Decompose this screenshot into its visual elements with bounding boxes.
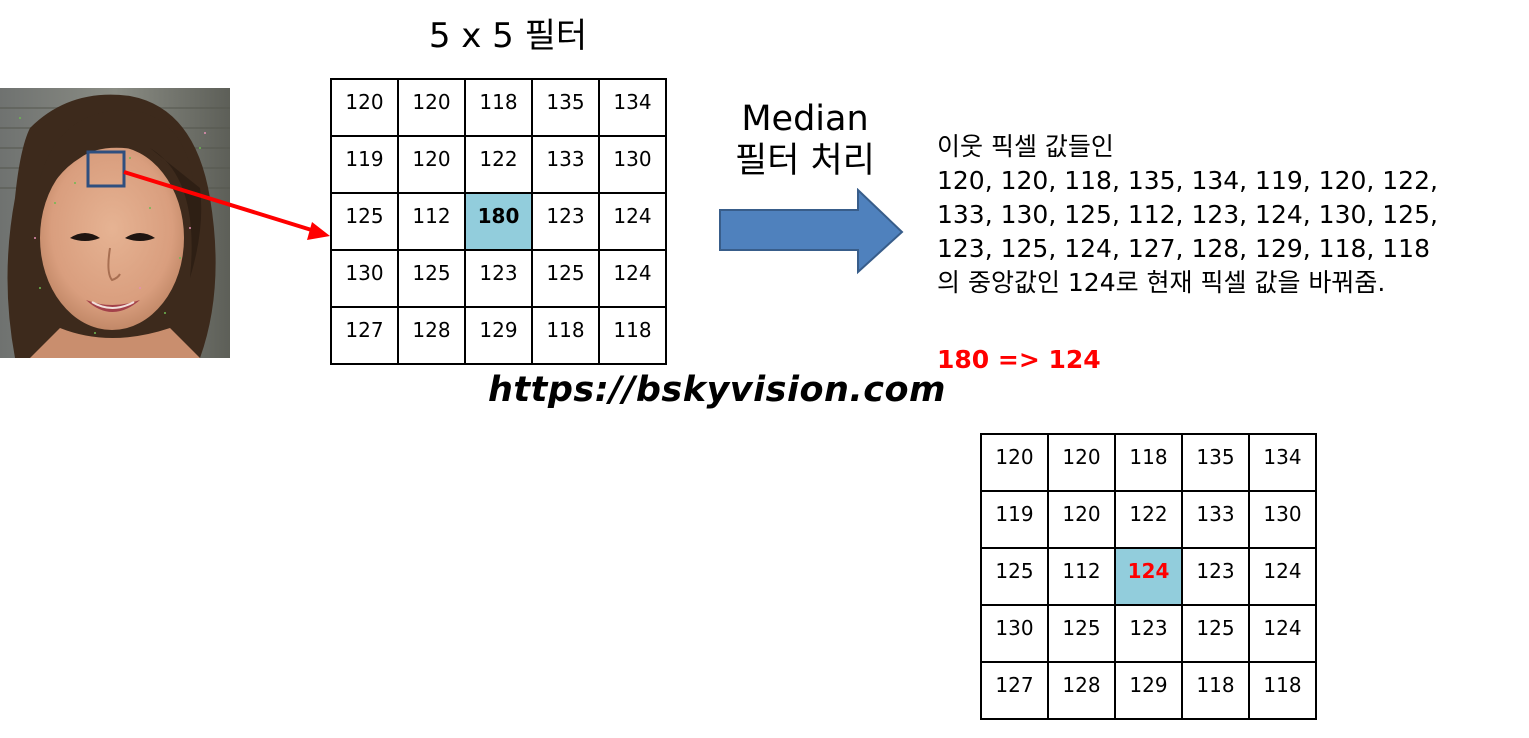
pixel-cell: 130: [599, 136, 666, 193]
pixel-cell: 124: [599, 250, 666, 307]
pixel-cell: 119: [331, 136, 398, 193]
watermark: https://bskyvision.com: [488, 368, 946, 412]
pixel-cell: 124: [1249, 605, 1316, 662]
center-pixel-cell: 124: [1115, 548, 1182, 605]
pixel-cell: 118: [1182, 662, 1249, 719]
pixel-cell: 125: [398, 250, 465, 307]
center-pixel-cell: 180: [465, 193, 532, 250]
pixel-cell: 118: [599, 307, 666, 364]
pixel-cell: 120: [1048, 491, 1115, 548]
pixel-cell: 134: [599, 79, 666, 136]
pixel-cell: 118: [465, 79, 532, 136]
pixel-cell: 123: [465, 250, 532, 307]
pixel-cell: 123: [532, 193, 599, 250]
pixel-cell: 120: [398, 136, 465, 193]
pixel-cell: 133: [532, 136, 599, 193]
red-arrow-head: [307, 222, 330, 240]
pixel-cell: 124: [599, 193, 666, 250]
pixel-cell: 123: [1115, 605, 1182, 662]
pixel-cell: 130: [1249, 491, 1316, 548]
pixel-cell: 120: [331, 79, 398, 136]
pixel-cell: 128: [398, 307, 465, 364]
pixel-cell: 128: [1048, 662, 1115, 719]
description-line: 123, 125, 124, 127, 128, 129, 118, 118: [937, 232, 1517, 266]
red-arrow: [124, 172, 318, 232]
pixel-cell: 127: [331, 307, 398, 364]
pixel-cell: 133: [1182, 491, 1249, 548]
pixel-cell: 125: [1048, 605, 1115, 662]
pixel-cell: 134: [1249, 434, 1316, 491]
pixel-cell: 127: [981, 662, 1048, 719]
pixel-cell: 118: [1249, 662, 1316, 719]
operation-label-line1: Median: [720, 98, 890, 140]
selection-overlay: [0, 0, 340, 250]
process-arrow-icon: [718, 188, 908, 278]
pixel-cell: 135: [532, 79, 599, 136]
pixel-cell: 118: [1115, 434, 1182, 491]
pixel-cell: 120: [398, 79, 465, 136]
description: 이웃 픽셀 값들인 120, 120, 118, 135, 134, 119, …: [937, 130, 1517, 300]
pixel-cell: 130: [331, 250, 398, 307]
selection-box: [88, 152, 124, 186]
pixel-cell: 112: [398, 193, 465, 250]
result-text: 180 => 124: [937, 343, 1101, 377]
pixel-cell: 130: [981, 605, 1048, 662]
pixel-cell: 125: [331, 193, 398, 250]
description-line: 이웃 픽셀 값들인: [937, 130, 1517, 164]
pixel-cell: 112: [1048, 548, 1115, 605]
pixel-cell: 120: [981, 434, 1048, 491]
description-line: 120, 120, 118, 135, 134, 119, 120, 122,: [937, 164, 1517, 198]
pixel-cell: 129: [465, 307, 532, 364]
pixel-cell: 125: [532, 250, 599, 307]
pixel-cell: 120: [1048, 434, 1115, 491]
description-line: 133, 130, 125, 112, 123, 124, 130, 125,: [937, 198, 1517, 232]
pixel-cell: 122: [465, 136, 532, 193]
pixel-cell: 123: [1182, 548, 1249, 605]
operation-label-line2: 필터 처리: [720, 140, 890, 182]
pixel-cell: 119: [981, 491, 1048, 548]
pixel-cell: 135: [1182, 434, 1249, 491]
description-line: 의 중앙값인 124로 현재 픽셀 값을 바꿔줌.: [937, 266, 1517, 300]
pixel-cell: 125: [1182, 605, 1249, 662]
pixel-cell: 118: [532, 307, 599, 364]
pixel-cell: 124: [1249, 548, 1316, 605]
pixel-cell: 125: [981, 548, 1048, 605]
operation-label: Median 필터 처리: [720, 98, 890, 182]
pixel-cell: 122: [1115, 491, 1182, 548]
pixel-cell: 129: [1115, 662, 1182, 719]
filter-title: 5 x 5 필터: [330, 12, 686, 60]
